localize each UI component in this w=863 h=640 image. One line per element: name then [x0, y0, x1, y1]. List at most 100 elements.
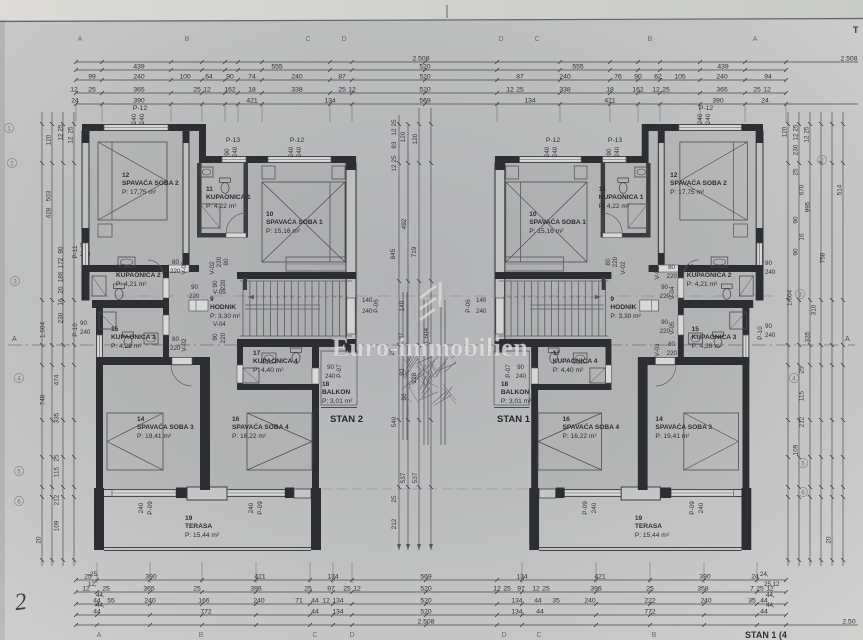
svg-text:240: 240	[544, 146, 551, 157]
svg-text:19: 19	[185, 515, 193, 522]
svg-text:P-06: P-06	[465, 299, 472, 313]
svg-text:TERASA: TERASA	[635, 523, 662, 530]
svg-text:115: 115	[54, 466, 61, 477]
svg-text:KUPAONICA 2: KUPAONICA 2	[687, 272, 732, 279]
svg-text:44: 44	[311, 609, 319, 616]
svg-text:P: 16,22 m²: P: 16,22 m²	[232, 433, 267, 440]
svg-text:B: B	[185, 36, 190, 43]
svg-text:D: D	[349, 632, 354, 639]
svg-text:25: 25	[389, 348, 396, 356]
svg-text:Euro-immobilien: Euro-immobilien	[332, 333, 528, 362]
svg-text:SPAVAĆA SOBA 4: SPAVAĆA SOBA 4	[232, 422, 289, 431]
svg-text:15: 15	[692, 326, 700, 333]
svg-text:220: 220	[667, 350, 678, 357]
svg-text:V-02: V-02	[181, 338, 188, 352]
svg-text:P-07: P-07	[336, 364, 343, 378]
svg-text:428: 428	[46, 207, 53, 218]
svg-text:64: 64	[205, 74, 213, 81]
svg-text:83: 83	[391, 141, 398, 149]
svg-text:P: 4,28 m²: P: 4,28 m²	[111, 343, 142, 350]
svg-text:220: 220	[612, 256, 619, 267]
svg-text:76: 76	[614, 74, 622, 81]
svg-text:520: 520	[420, 598, 432, 605]
svg-text:240: 240	[591, 502, 598, 513]
svg-text:90: 90	[212, 280, 219, 288]
svg-text:540: 540	[391, 416, 398, 427]
svg-text:99: 99	[88, 74, 96, 81]
svg-text:V-02: V-02	[654, 266, 661, 280]
svg-text:BALKON: BALKON	[322, 389, 350, 396]
svg-text:4: 4	[17, 376, 21, 382]
svg-text:220: 220	[220, 279, 227, 290]
svg-text:80: 80	[172, 336, 179, 343]
svg-text:109: 109	[54, 520, 61, 531]
svg-text:A: A	[845, 336, 850, 343]
svg-text:25: 25	[793, 124, 800, 132]
svg-text:HODNIK: HODNIK	[610, 304, 636, 311]
svg-text:90: 90	[191, 284, 198, 291]
svg-text:25: 25	[516, 87, 524, 94]
svg-text:P: 4,40 m²: P: 4,40 m²	[253, 367, 284, 374]
svg-text:KUPAONICA 3: KUPAONICA 3	[111, 334, 156, 341]
svg-text:44: 44	[534, 598, 542, 605]
svg-text:134: 134	[511, 609, 523, 616]
svg-text:20: 20	[36, 536, 43, 544]
svg-text:240: 240	[765, 332, 776, 339]
svg-text:24: 24	[751, 574, 759, 581]
svg-text:520: 520	[420, 586, 432, 593]
svg-text:P: 19,41 m²: P: 19,41 m²	[137, 433, 172, 440]
svg-text:87: 87	[338, 74, 346, 81]
svg-text:1.604: 1.604	[787, 290, 794, 306]
svg-text:5: 5	[801, 461, 805, 467]
svg-text:12: 12	[58, 133, 65, 141]
svg-text:514: 514	[837, 184, 844, 195]
svg-text:10: 10	[529, 211, 537, 218]
svg-text:25: 25	[793, 168, 800, 176]
svg-text:9: 9	[610, 296, 614, 303]
svg-text:240: 240	[253, 598, 265, 605]
svg-text:V-02: V-02	[620, 261, 627, 275]
svg-text:P: 4,21 m²: P: 4,21 m²	[116, 281, 147, 288]
svg-text:2.50: 2.50	[842, 619, 855, 626]
svg-text:80: 80	[668, 341, 675, 348]
svg-text:25: 25	[753, 87, 761, 94]
svg-text:421: 421	[604, 98, 616, 105]
svg-text:16: 16	[799, 233, 806, 241]
svg-text:44: 44	[760, 598, 768, 605]
svg-text:358: 358	[697, 586, 709, 593]
svg-text:220: 220	[667, 273, 678, 280]
svg-text:240: 240	[362, 308, 373, 315]
svg-text:748: 748	[40, 394, 47, 405]
svg-text:90: 90	[661, 284, 668, 291]
svg-text:18: 18	[322, 381, 330, 388]
svg-text:12: 12	[766, 586, 774, 593]
svg-text:109: 109	[793, 444, 800, 455]
svg-text:2.508: 2.508	[417, 619, 434, 626]
svg-text:D: D	[341, 36, 346, 43]
svg-text:55: 55	[107, 598, 115, 605]
svg-text:B: B	[652, 632, 657, 639]
svg-text:520: 520	[420, 609, 432, 616]
svg-text:KUPAONICA 1: KUPAONICA 1	[206, 194, 251, 201]
svg-text:2.508: 2.508	[412, 56, 429, 63]
svg-text:240: 240	[516, 373, 527, 380]
svg-text:474: 474	[54, 374, 61, 385]
svg-text:421: 421	[594, 574, 606, 581]
svg-text:SPAVAĆA SOBA 1: SPAVAĆA SOBA 1	[266, 217, 323, 226]
svg-text:25: 25	[193, 586, 201, 593]
svg-text:V-03: V-03	[654, 343, 661, 357]
svg-text:12: 12	[670, 172, 678, 179]
svg-text:V-05: V-05	[669, 321, 676, 335]
svg-text:100: 100	[179, 74, 191, 81]
svg-text:396: 396	[590, 586, 602, 593]
svg-text:18: 18	[501, 381, 509, 388]
svg-text:A: A	[12, 336, 17, 343]
svg-text:C: C	[305, 36, 310, 43]
svg-text:STAN 2: STAN 2	[330, 414, 363, 425]
svg-text:V-03: V-03	[181, 261, 188, 275]
svg-text:134: 134	[332, 598, 344, 605]
svg-text:310: 310	[811, 304, 818, 315]
svg-text:14: 14	[655, 416, 663, 423]
svg-text:166: 166	[198, 598, 210, 605]
svg-text:140: 140	[476, 297, 487, 304]
